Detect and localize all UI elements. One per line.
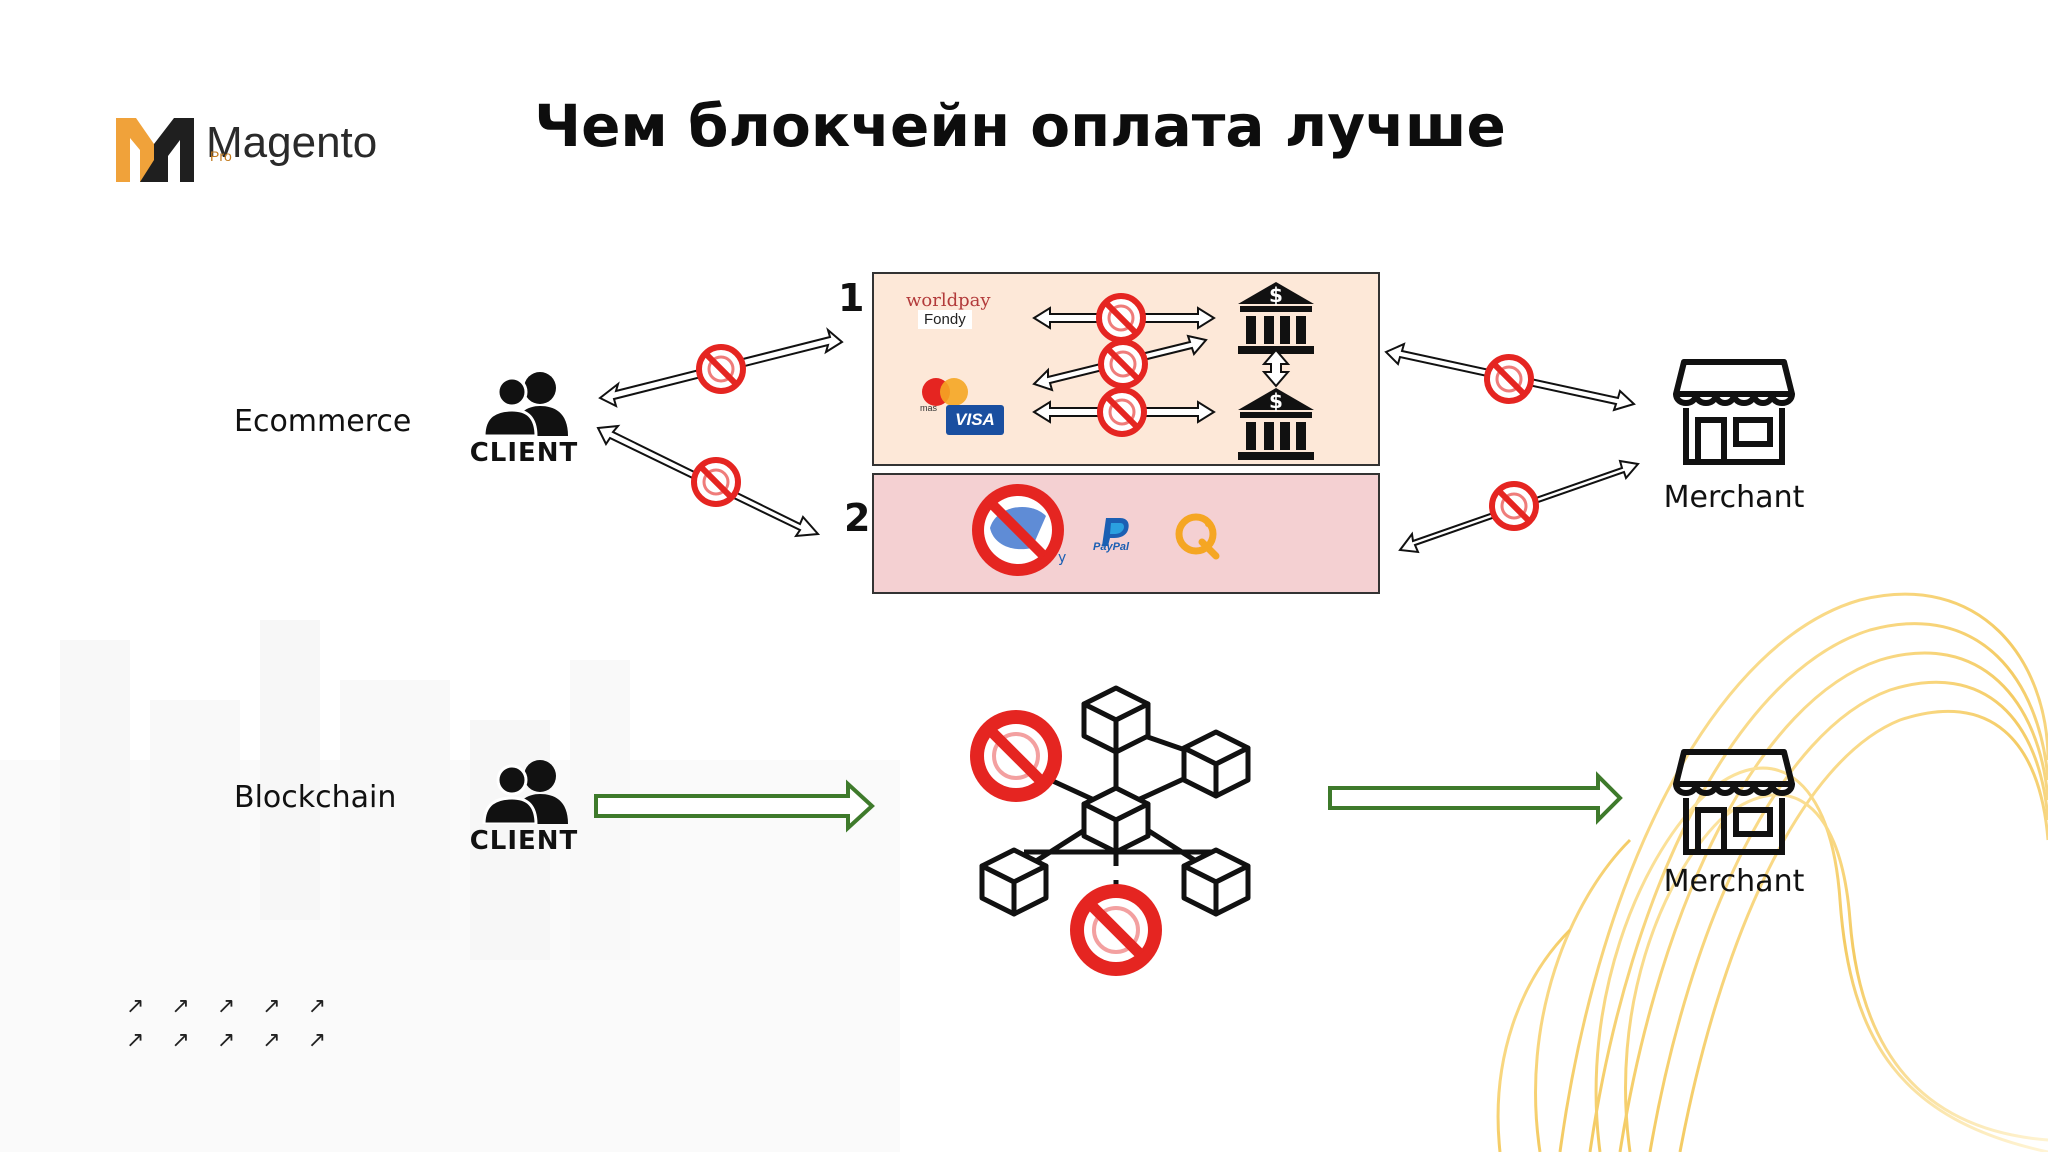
- prohibit-icon: [1487, 357, 1531, 401]
- bank-icon: $: [1238, 388, 1314, 460]
- decor-arrows-row-1: ↗ ↗ ↗ ↗ ↗: [126, 994, 337, 1019]
- arrow-bank-bank-vertical: [1261, 348, 1291, 388]
- client-users-icon: [482, 760, 568, 824]
- worldpay-logo: worldpay: [906, 290, 991, 311]
- slide-title-wrapper: Чем блокчейн оплата лучше: [470, 92, 1570, 160]
- prohibit-icon: [699, 347, 743, 391]
- svg-text:$: $: [1269, 283, 1283, 307]
- merchant-store-icon: [1673, 359, 1795, 465]
- qiwi-logo-icon: [1175, 513, 1220, 560]
- decor-arrows-row-2: ↗ ↗ ↗ ↗ ↗: [126, 1028, 337, 1053]
- mastercard-text: mas: [920, 403, 938, 413]
- merchant-label-blockchain: Merchant: [1663, 864, 1805, 899]
- svg-text:$: $: [1269, 389, 1283, 413]
- svg-text:y: y: [1058, 550, 1066, 566]
- prohibit-icon: [1100, 390, 1144, 434]
- paypal-logo-icon: [1102, 518, 1129, 546]
- prohibit-icon: [694, 460, 738, 504]
- box-number-2: 2: [844, 496, 871, 540]
- arrow-client-blockchain: [594, 779, 875, 833]
- box-number-1: 1: [838, 276, 865, 320]
- client-users-icon: [482, 372, 568, 436]
- client-label-ecommerce: CLIENT: [469, 438, 579, 468]
- visa-logo: VISA: [946, 405, 1004, 435]
- logo-sub-text: Pro: [210, 148, 232, 164]
- city-silhouette: [0, 620, 900, 1152]
- mastercard-logo-icon: [922, 378, 968, 406]
- client-label-blockchain: CLIENT: [469, 826, 579, 856]
- prohibit-icon: [1070, 884, 1162, 976]
- merchant-store-icon: [1673, 749, 1795, 855]
- logo-brand-text: Magento: [206, 118, 378, 167]
- row-label-ecommerce: Ecommerce: [234, 404, 412, 439]
- blockchain-network-icon: [979, 685, 1251, 917]
- merchant-label-ecommerce: Merchant: [1663, 480, 1805, 515]
- slide-title: Чем блокчейн оплата лучше: [534, 92, 1506, 160]
- paypal-logo-text: PayPal: [1093, 541, 1130, 553]
- magento-pro-logo-icon: [116, 118, 194, 182]
- prohibit-icon: [1101, 342, 1145, 386]
- prohibit-icon: [970, 710, 1062, 802]
- row-label-blockchain: Blockchain: [234, 780, 397, 815]
- prohibit-icon: [1492, 484, 1536, 528]
- box2-crossed-provider: y: [972, 484, 1066, 576]
- prohibit-icon: [1099, 296, 1143, 340]
- arrow-blockchain-merchant: [1328, 771, 1623, 825]
- fondy-logo: Fondy: [918, 310, 972, 329]
